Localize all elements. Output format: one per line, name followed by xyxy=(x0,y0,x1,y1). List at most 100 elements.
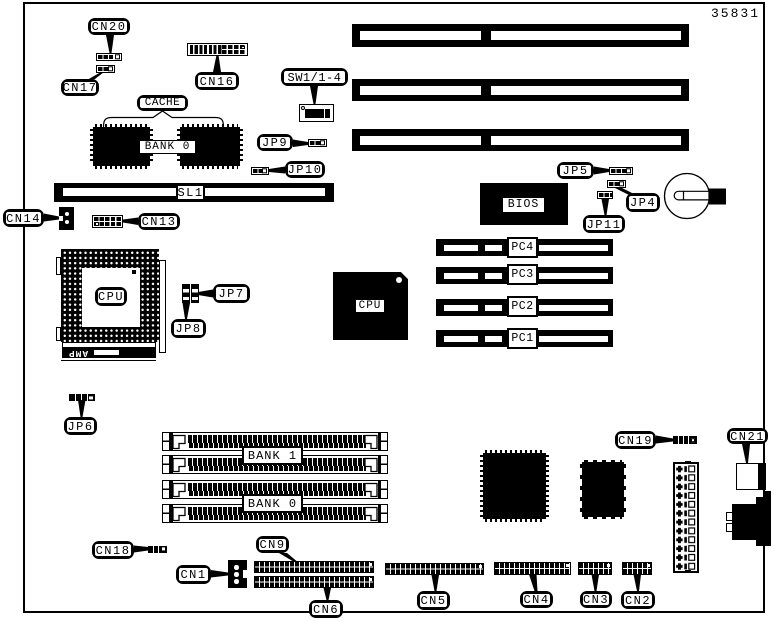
cn17-key xyxy=(107,66,113,72)
jp7-jp8-jumper-left xyxy=(182,284,190,303)
isa-slot-2-notch-a xyxy=(360,85,481,95)
cpu-socket-lever xyxy=(159,260,166,353)
simm1-end-left xyxy=(163,433,173,450)
label-jp6: JP6 xyxy=(64,417,97,435)
cn14-connector xyxy=(59,207,74,230)
label-jp4: JP4 xyxy=(626,193,660,212)
cn1-pin-1 xyxy=(234,565,239,570)
jp10-key xyxy=(261,168,267,174)
label-cpu-socket: CPU xyxy=(95,287,127,306)
label-cn4: CN4 xyxy=(520,591,553,608)
label-cn5: CN5 xyxy=(417,591,450,610)
cn13-pins xyxy=(94,217,121,226)
simm1-pins-top xyxy=(188,434,366,443)
cn1-pin-2 xyxy=(234,572,239,577)
cache-left-pins-bottom xyxy=(95,166,148,169)
cn18-connector xyxy=(148,546,167,553)
label-cn14: CN14 xyxy=(3,209,44,227)
cn14-notch xyxy=(59,216,63,221)
label-cn20: CN20 xyxy=(88,18,130,35)
cn18-gap-2 xyxy=(158,546,160,553)
jp6-key xyxy=(89,395,93,400)
cache-right-pins-top xyxy=(182,124,238,127)
cn19-connector xyxy=(673,436,697,444)
label-cn18: CN18 xyxy=(92,541,134,559)
label-bank1: BANK 1 xyxy=(242,446,303,465)
cn19-gap-2 xyxy=(683,436,685,444)
qfp-large-pins-left xyxy=(480,455,483,517)
part-number: 35831 xyxy=(710,6,760,21)
simm1-bar-left xyxy=(169,433,172,450)
pci-pc3-notch-a xyxy=(444,273,478,279)
cache-right-pins-bottom xyxy=(182,166,238,169)
label-cn2: CN2 xyxy=(621,591,655,609)
simm3-pins-top xyxy=(188,482,366,491)
din-pin-1 xyxy=(725,512,733,521)
cn14-pin-1 xyxy=(65,212,69,216)
pci-pc3-notch-b xyxy=(485,273,502,279)
pci-pc2-notch-b xyxy=(485,305,502,311)
label-sl1: SL1 xyxy=(176,184,205,201)
label-jp11: JP11 xyxy=(583,215,625,233)
jp5-pins xyxy=(611,169,626,173)
label-cn13: CN13 xyxy=(138,213,180,230)
cn20-pins xyxy=(98,55,113,59)
sw1-switch-block-b xyxy=(325,108,330,118)
amp-bracket-underline xyxy=(61,359,156,362)
cn18-gap-1 xyxy=(153,546,155,553)
jp6-gap-3 xyxy=(86,394,88,401)
isa-slot-3-notch-a xyxy=(360,135,481,145)
label-cache: CACHE xyxy=(137,95,188,111)
sw1-switch-block-a xyxy=(304,108,324,118)
cn1-notch xyxy=(243,570,247,578)
cache-right-pins-right xyxy=(240,129,243,164)
label-pc2: PC2 xyxy=(507,296,538,317)
jp6-connector xyxy=(69,394,95,401)
label-cn17: CN17 xyxy=(61,79,99,96)
label-cn9: CN9 xyxy=(256,536,289,553)
label-pc4: PC4 xyxy=(507,237,538,258)
pci-pc2-notch-c xyxy=(539,305,608,311)
qfp-chip-small xyxy=(580,460,626,519)
pci-pc1-notch-a xyxy=(444,336,478,342)
amp-bracket-body: AMP xyxy=(62,347,156,359)
cn6-connector xyxy=(254,576,374,588)
din-pin-2 xyxy=(725,522,733,532)
amp-brand-label: AMP xyxy=(67,347,89,359)
pci-pc1-notch-b xyxy=(485,336,502,342)
din-connector-outer xyxy=(764,491,771,546)
cn14-pin-2 xyxy=(65,220,69,224)
label-jp7: JP7 xyxy=(213,284,250,303)
pci-pc2-notch-a xyxy=(444,305,478,311)
cn13-connector xyxy=(92,215,123,228)
power-connector xyxy=(673,462,699,573)
din-connector-body xyxy=(732,504,765,540)
cpu-socket-tab-bottom xyxy=(55,327,61,341)
isa-slot-1 xyxy=(352,24,689,47)
jp7-jp8-jumper-right xyxy=(191,284,199,303)
simm4-end-left xyxy=(163,505,173,522)
cn18-key xyxy=(161,547,165,551)
label-cn6: CN6 xyxy=(309,600,343,618)
simm4-bar-left xyxy=(169,505,172,522)
simm3-bar-left xyxy=(169,481,172,498)
cn16-pins-bars xyxy=(189,45,222,54)
label-cpu-chip: CPU xyxy=(356,300,384,312)
cn19-gap-1 xyxy=(678,436,680,444)
cn3-connector xyxy=(578,562,612,575)
chipset-pin1-dot xyxy=(396,277,402,283)
simm2-pins-bottom xyxy=(188,466,366,472)
label-jp10: JP10 xyxy=(285,161,325,178)
isa-slot-3 xyxy=(352,129,689,151)
simm3-pins-bottom xyxy=(188,491,366,497)
cn17-pins xyxy=(98,67,108,71)
cn1-pin-3 xyxy=(234,579,239,584)
cn5-connector xyxy=(385,563,484,575)
isa-slot-1-notch-a xyxy=(360,31,481,40)
isa-slot-3-notch-b xyxy=(491,135,681,145)
cn20-connector xyxy=(96,53,122,61)
label-sw1: SW1/1-4 xyxy=(281,68,348,86)
cache-left-pins-top xyxy=(95,124,148,127)
label-jp9: JP9 xyxy=(257,134,293,151)
